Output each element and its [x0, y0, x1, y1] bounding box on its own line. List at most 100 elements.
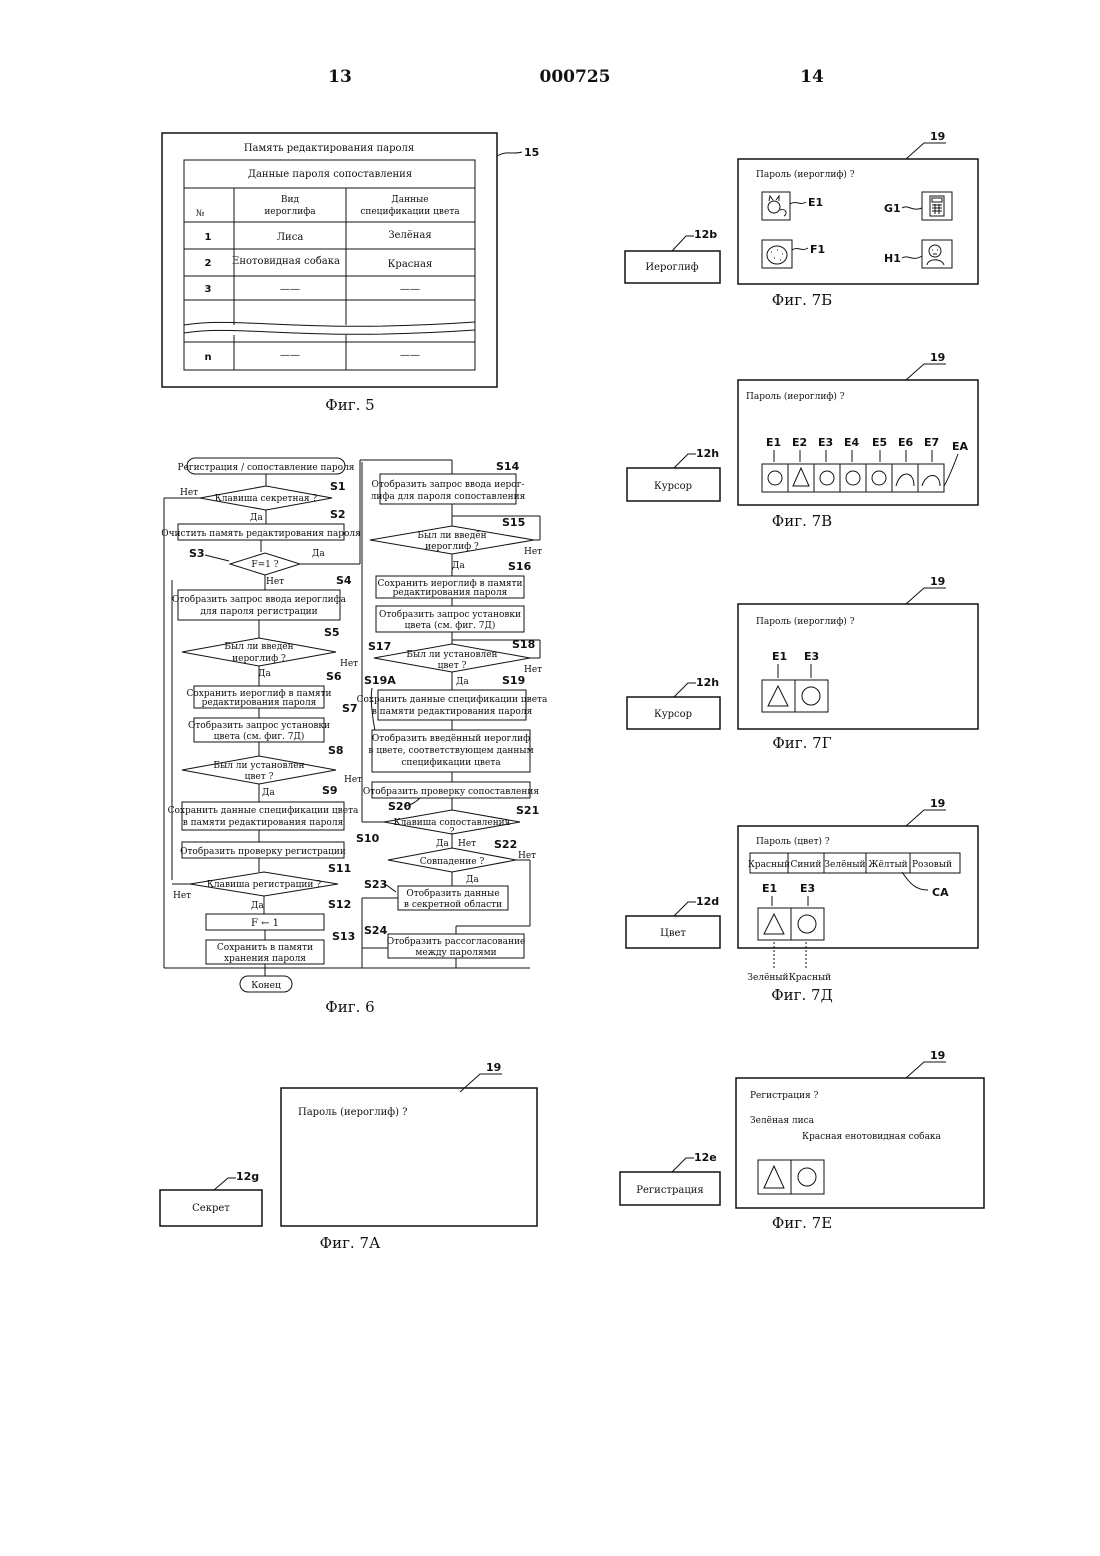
figure-7b: Пароль (иероглиф) ? 19 E1 G1 F1: [625, 130, 978, 309]
fig5-rown-color: ——: [400, 350, 420, 361]
page-number-right: 14: [800, 67, 824, 87]
flow-s17-line1: Отобразить запрос установки: [379, 609, 521, 620]
flow-s20: Отобразить проверку сопоставления: [363, 786, 539, 797]
flow-s16-line2: редактирования пароля: [393, 588, 508, 598]
figure-7g: Пароль (иероглиф) ? 19 E1 E3 Курсор 12h …: [627, 575, 978, 752]
color-blue: Синий: [791, 860, 822, 870]
fig7e-prompt: Регистрация ?: [750, 1091, 819, 1101]
flow-s15-yes: Да: [452, 561, 465, 571]
fig7a-ref-key: 12g: [236, 1170, 259, 1183]
flow-s18-yes: Да: [456, 677, 469, 687]
figure-7a: Пароль (иероглиф) ? 19 Секрет 12g Фиг. 7…: [160, 1061, 537, 1252]
label-s8: S8: [328, 744, 344, 757]
fig7v-icon-e1: E1: [766, 436, 781, 449]
flow-start: Регистрация / сопоставление пароля: [178, 463, 355, 473]
flow-s11-no: Нет: [173, 891, 191, 901]
figure-7v: Пароль (иероглиф) ? 19 E1 E2 E3 E4 E5 E6…: [627, 351, 978, 530]
fig5-row3-color: ——: [400, 284, 420, 295]
fig6-caption: Фиг. 6: [325, 998, 374, 1016]
label-s6: S6: [326, 670, 342, 683]
flow-s18-line2: цвет ?: [438, 661, 467, 671]
fig7g-ref-key: 12h: [696, 676, 719, 689]
raccoon-icon: [820, 471, 834, 485]
label-s10: S10: [356, 832, 380, 845]
flow-s1-no: Нет: [180, 488, 198, 498]
fig7v-icon-strip: [762, 464, 944, 492]
fig7e-ref-key: 12e: [694, 1151, 717, 1164]
label-s1: S1: [330, 480, 346, 493]
fig7d-caption: Фиг. 7Д: [771, 986, 833, 1004]
fig7b-key: Иероглиф: [645, 262, 698, 273]
fig5-row3-kind: ——: [280, 284, 300, 295]
label-s13: S13: [332, 930, 355, 943]
flow-s19a-line1: Отобразить введённый иероглиф: [372, 733, 530, 744]
flow-s7-line1: Отобразить запрос установки: [188, 720, 330, 731]
fig7v-icon-e5: E5: [872, 436, 887, 449]
fig5-rown-kind: ——: [280, 350, 300, 361]
fig7e-key: Регистрация: [636, 1185, 703, 1196]
fox-icon: [768, 196, 786, 216]
flow-s10: Отобразить проверку регистрации: [180, 846, 346, 857]
raccoon-icon: [798, 1168, 816, 1186]
fig7v-icon-e3: E3: [818, 436, 833, 449]
label-s3: S3: [189, 547, 205, 560]
fig5-col-kind-1: Вид: [281, 195, 300, 205]
label-s15: S15: [502, 516, 525, 529]
flow-s3-no: Нет: [266, 577, 284, 587]
flow-s3: F=1 ?: [251, 560, 278, 570]
fig7d-icon-e3: E3: [800, 882, 815, 895]
fig7b-prompt: Пароль (иероглиф) ?: [756, 169, 855, 180]
flow-s23-line1: Отобразить данные: [406, 888, 499, 899]
flow-s1-yes: Да: [250, 513, 263, 523]
fig7d-below-red: Красный: [789, 973, 831, 983]
fig7d-prompt: Пароль (цвет) ?: [756, 836, 830, 847]
fig7d-icon-e1: E1: [762, 882, 777, 895]
fig5-subtitle: Данные пароля сопоставления: [248, 169, 412, 180]
figure-6-flowchart: Регистрация / сопоставление пароля Клави…: [161, 458, 548, 1016]
fig7v-icon-e4: E4: [844, 436, 860, 449]
flow-s13-line1: Сохранить в памяти: [217, 943, 313, 953]
document-number: 000725: [540, 67, 611, 87]
fig7b-icon-h1: H1: [884, 252, 901, 265]
fig7d-cursor-label: CA: [932, 886, 949, 899]
figure-7e: Регистрация ? 19 Зелёная лиса Красная ен…: [620, 1049, 984, 1232]
fig7v-prompt: Пароль (иероглиф) ?: [746, 391, 845, 402]
flow-s12: F ← 1: [251, 918, 279, 929]
fig5-row1-color: Зелёная: [388, 230, 431, 241]
raccoon-icon: [802, 687, 820, 705]
fig7g-ref-screen: 19: [930, 575, 945, 588]
flow-s8-line1: Был ли установлен: [213, 761, 304, 771]
fig7d-below-green: Зелёный: [747, 973, 788, 983]
fig5-ref: 15: [524, 146, 539, 159]
color-yellow: Жёлтый: [868, 860, 907, 870]
flow-s17-line2: цвета (см. фиг. 7Д): [405, 620, 496, 631]
fig7v-ref-screen: 19: [930, 351, 945, 364]
fig5-row1-no: 1: [205, 232, 212, 243]
fig7e-ref-screen: 19: [930, 1049, 945, 1062]
label-s20: S20: [388, 800, 412, 813]
fig7b-ref-key: 12b: [694, 228, 717, 241]
flow-s1: Клавиша секретная ?: [215, 494, 318, 504]
fox-icon: [768, 686, 788, 706]
fig5-row2-no: 2: [205, 258, 212, 269]
fig7a-ref-screen: 19: [486, 1061, 501, 1074]
flow-s4-line2: для пароля регистрации: [200, 607, 317, 617]
label-s5: S5: [324, 626, 340, 639]
label-s11: S11: [328, 862, 351, 875]
flow-s19-line1: Сохранить данные спецификации цвета: [357, 695, 548, 705]
fox-icon: [764, 914, 784, 934]
flow-s13-line2: хранения пароля: [224, 954, 306, 964]
label-s16: S16: [508, 560, 532, 573]
fruit-icon: [767, 246, 787, 264]
fig5-col-kind-2: иероглифа: [264, 207, 316, 217]
flow-s18-no: Нет: [524, 665, 542, 675]
flow-s7-line2: цвета (см. фиг. 7Д): [214, 731, 305, 742]
fig7b-ref-screen: 19: [930, 130, 945, 143]
dog-icon: [846, 471, 860, 485]
fig5-col-color-1: Данные: [391, 195, 428, 205]
flow-s23-line2: в секретной области: [404, 899, 502, 910]
label-s9: S9: [322, 784, 338, 797]
flow-s15-line2: иероглиф ?: [425, 542, 479, 552]
